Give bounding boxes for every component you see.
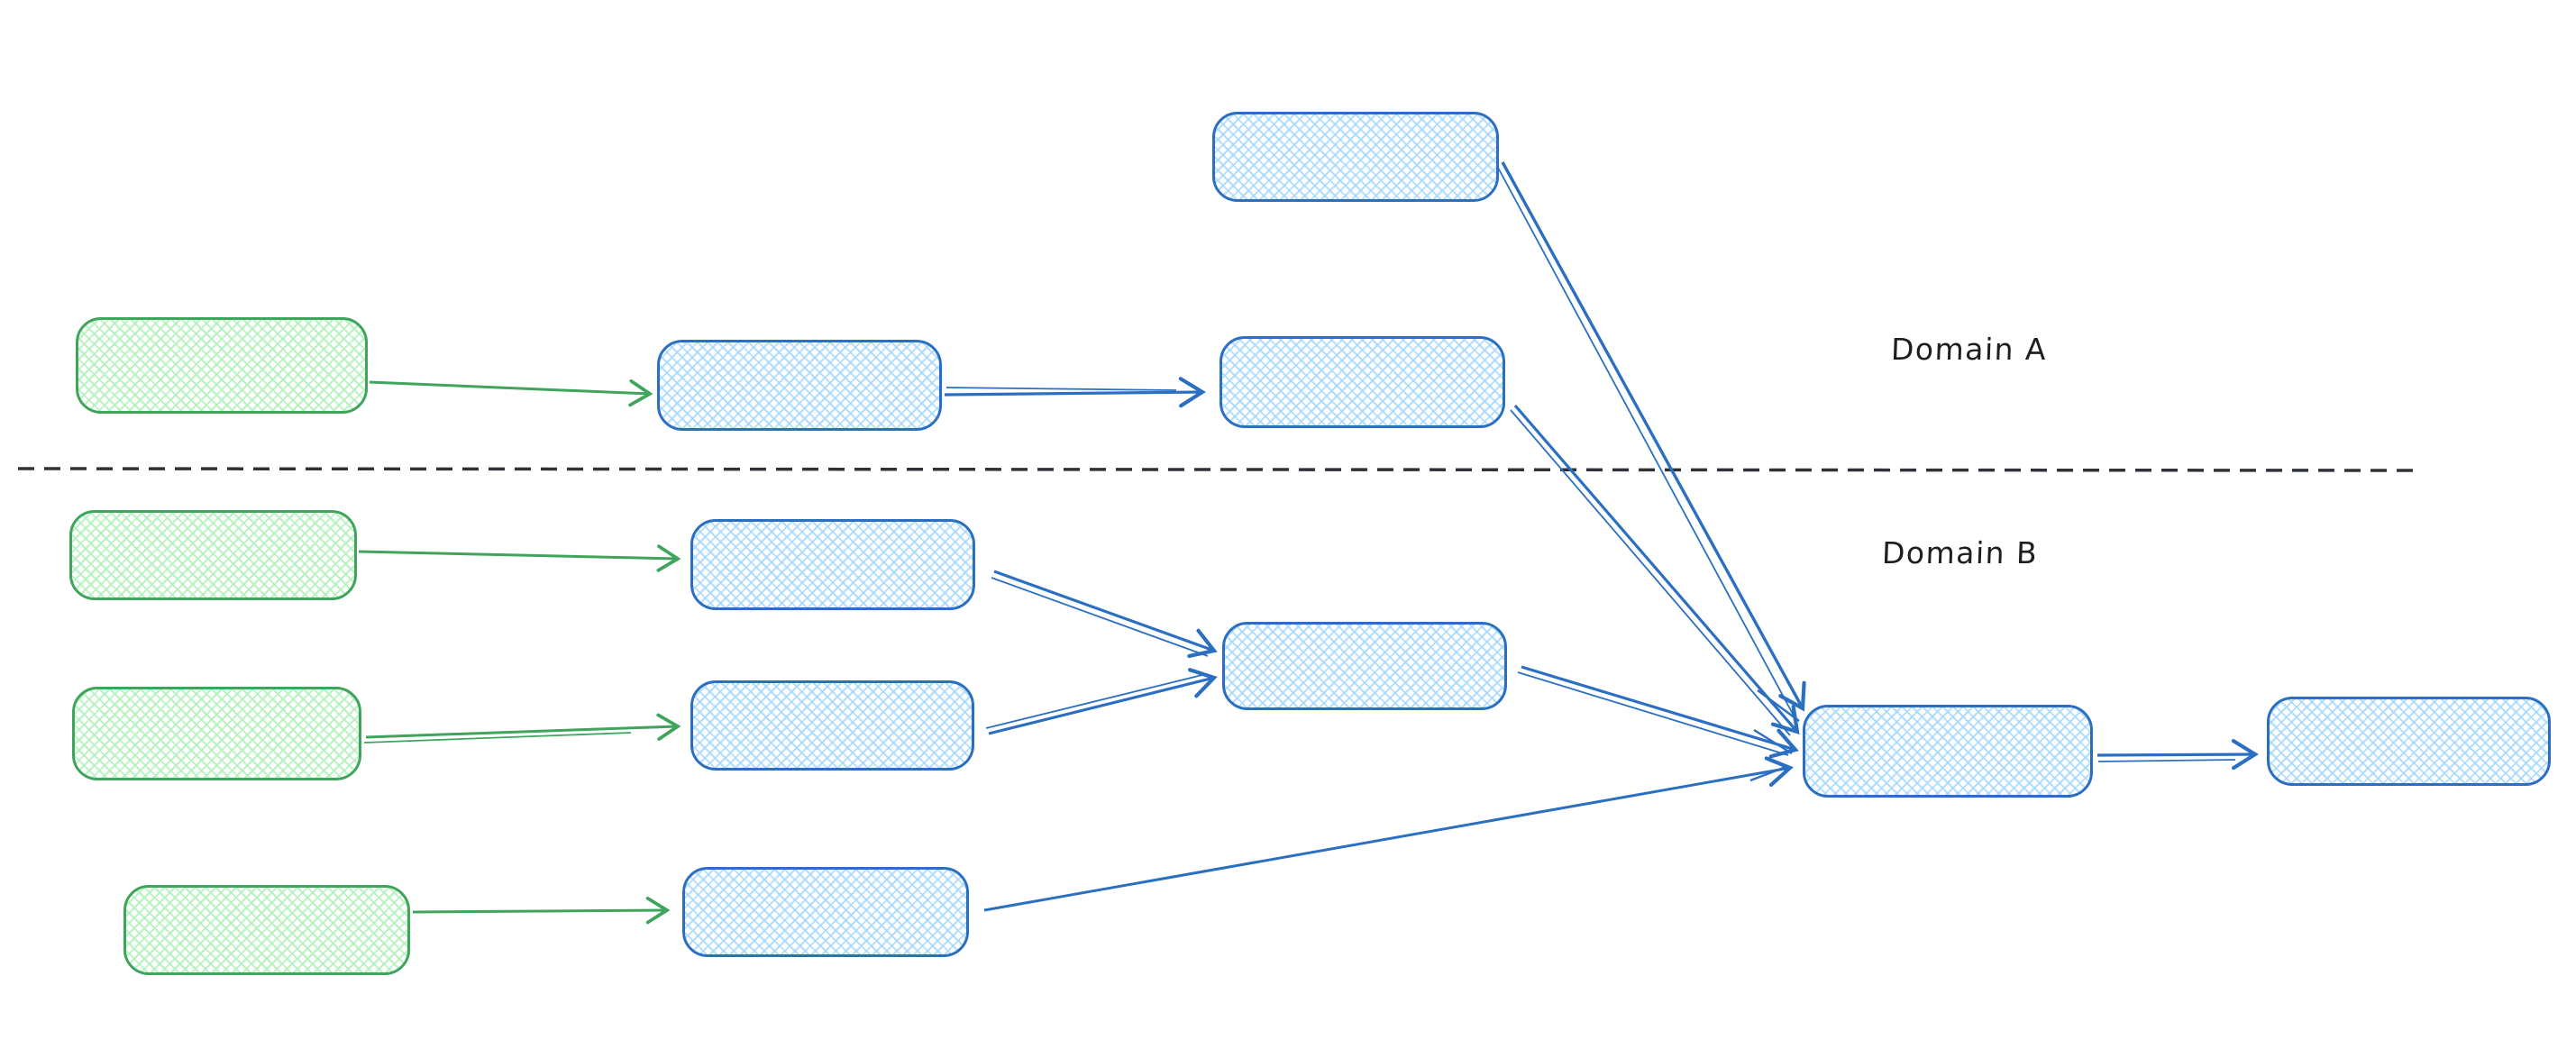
arrow-green-b1-to-blue-b1 xyxy=(358,544,681,572)
node-green-b1 xyxy=(69,510,357,600)
arrow-blue-a1-echo-stroke xyxy=(945,387,1177,391)
arrow-green-b2-to-blue-b2 xyxy=(365,713,681,741)
arrow-blue-a2-echo-stroke xyxy=(1510,409,1791,736)
arrow-blue-a2-to-blue-merge xyxy=(1513,404,1800,734)
arrow-blue-mid-to-blue-merge xyxy=(1521,665,1799,759)
arrow-blue-top-echo-stroke xyxy=(1497,167,1795,716)
node-green-b2 xyxy=(72,687,361,780)
node-green-a xyxy=(76,317,368,414)
node-blue-final xyxy=(2267,697,2551,786)
convergence-sketch-strokes xyxy=(1749,689,1800,782)
arrow-blue-b3-to-blue-merge xyxy=(983,756,1794,912)
label-domain-b: Domain B xyxy=(1881,535,2039,570)
arrow-blue-merge-echo-stroke xyxy=(2097,759,2236,762)
arrow-blue-b2-echo-stroke xyxy=(985,673,1207,729)
arrow-blue-b2-to-blue-mid xyxy=(988,668,1218,735)
arrow-blue-b1-echo-stroke xyxy=(991,577,1209,657)
arrow-blue-a1-to-blue-a2 xyxy=(944,377,1206,408)
label-domain-a: Domain A xyxy=(1890,332,2048,367)
arrow-blue-top-to-blue-merge xyxy=(1501,161,1806,712)
arrow-green-a-to-blue-a1 xyxy=(369,379,653,407)
arrow-blue-b1-to-blue-mid xyxy=(993,570,1218,659)
node-blue-top xyxy=(1212,112,1499,202)
node-green-b3 xyxy=(123,885,410,975)
node-blue-b2 xyxy=(690,680,974,771)
arrow-blue-merge-to-blue-final xyxy=(2096,739,2259,771)
arrow-green-b3-to-blue-b3 xyxy=(412,896,671,925)
arrow-blue-mid-echo-stroke xyxy=(1517,671,1789,756)
node-blue-mid xyxy=(1222,622,1507,710)
node-blue-b3 xyxy=(682,867,969,957)
node-blue-a2 xyxy=(1219,336,1505,428)
node-blue-merge xyxy=(1803,705,2093,798)
domain-divider-dashed-line xyxy=(17,467,2414,472)
node-blue-a1 xyxy=(657,340,942,431)
arrow-green-b2-echo-stroke xyxy=(363,732,632,743)
node-blue-b1 xyxy=(690,519,975,610)
